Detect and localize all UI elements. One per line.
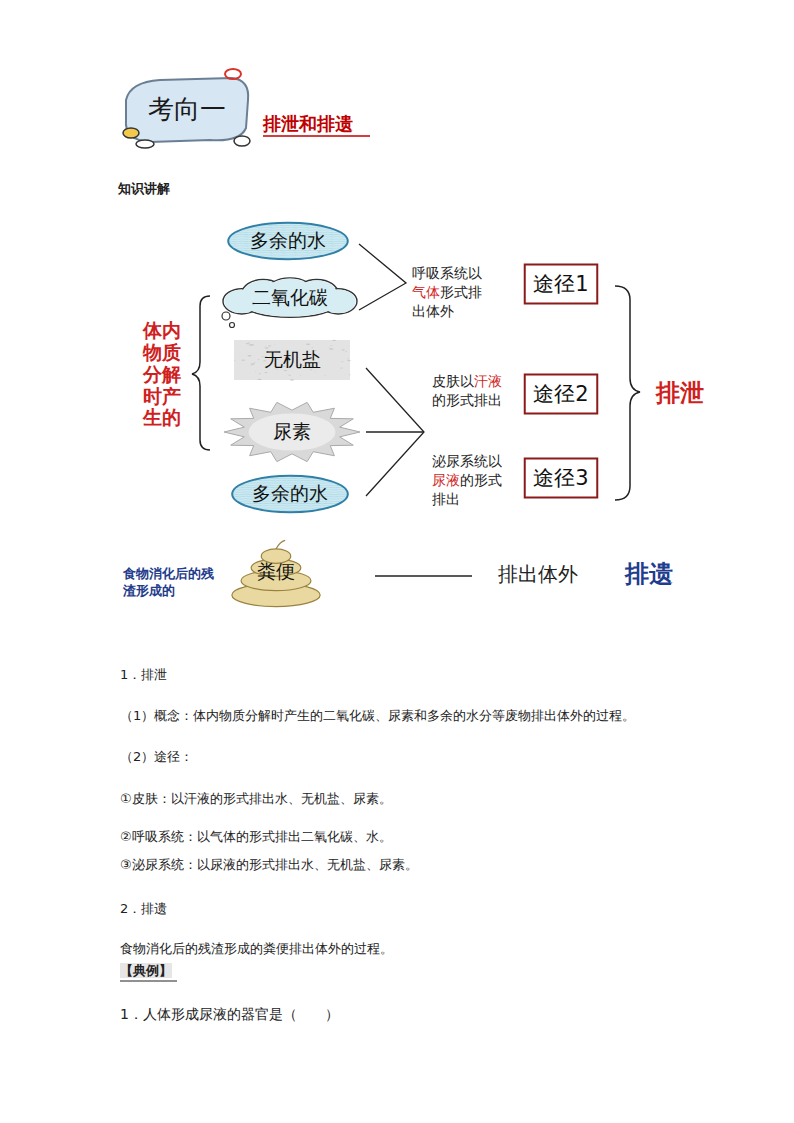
side-caption: 体内物质分解时产生的	[143, 319, 181, 428]
route-box: 途径3	[524, 458, 598, 498]
route-note: 气体	[412, 284, 440, 300]
node-label: 多余的水	[252, 481, 328, 507]
section-note: 知识讲解	[118, 181, 170, 196]
salt-block: 无机盐	[234, 340, 350, 380]
group-title: 排泄	[656, 379, 704, 407]
arrow-note: 排出体外	[498, 562, 578, 586]
body-heading-block: 2．排遗	[120, 900, 167, 918]
node-label: 尿素	[273, 419, 311, 445]
body-heading: 2．排遗	[120, 901, 167, 916]
section-note-block: 知识讲解	[118, 180, 170, 198]
water-ellipse: 多余的水	[231, 475, 349, 513]
body-text: （2）途径：	[120, 749, 193, 764]
co2-cloud: 二氧化碳	[223, 277, 357, 319]
route-note: 汗液	[474, 373, 502, 389]
node-label: 无机盐	[264, 347, 321, 373]
side-caption-block: 体内物质分解时产生的	[143, 320, 183, 429]
body-text: ③泌尿系统：以尿液的形式排出水、无机盐、尿素。	[120, 857, 418, 872]
water-ellipse: 多余的水	[227, 222, 349, 260]
route-box: 途径1	[524, 264, 598, 304]
route-note: 泌尿系统以	[432, 453, 502, 469]
body-text: ①皮肤：以汗液的形式排出水、无机盐、尿素。	[120, 791, 392, 806]
body-heading: 1．排泄	[120, 667, 167, 682]
question-text-block: 1．人体形成尿液的器官是（ ）	[120, 1005, 339, 1024]
section-badge-block: 考向一	[128, 92, 246, 127]
body-text: 食物消化后的残渣形成的粪便排出体外的过程。	[120, 941, 393, 956]
group-title-block: 排泄	[656, 377, 704, 409]
node-label: 粪便	[257, 559, 295, 585]
question-text: 1．人体形成尿液的器官是（ ）	[120, 1006, 339, 1022]
group-title: 排遗	[625, 560, 673, 588]
right-brace	[615, 286, 640, 500]
section-badge: 考向一	[148, 94, 226, 124]
route-note: 尿液	[432, 472, 460, 488]
body-text-block: ③泌尿系统：以尿液的形式排出水、无机盐、尿素。	[120, 856, 760, 874]
example-heading: 【典例】	[120, 963, 172, 978]
body-text: ②呼吸系统：以气体的形式排出二氧化碳、水。	[120, 829, 392, 844]
route-note: 皮肤以	[432, 373, 474, 389]
feces-mound: 粪便	[230, 536, 322, 608]
title-underline	[263, 135, 370, 137]
cloud-bubbles	[222, 312, 235, 328]
body-text-block: （2）途径：	[120, 748, 193, 766]
example-underline	[120, 981, 177, 982]
body-heading-block: 1．排泄	[120, 666, 167, 684]
body-text: （1）概念：体内物质分解时产生的二氧化碳、尿素和多余的水分等废物排出体外的过程。	[120, 708, 635, 723]
page-title: 排泄和排遗	[263, 112, 353, 136]
example-heading-block: 【典例】	[120, 962, 172, 980]
side-caption-block: 食物消化后的残渣形成的	[123, 566, 219, 600]
node-label: 二氧化碳	[252, 285, 328, 311]
route-box: 途径2	[524, 374, 598, 414]
urea-burst: 尿素	[224, 401, 360, 463]
route-note-block: 泌尿系统以尿液的形式排出	[432, 452, 510, 509]
group-title-block: 排遗	[625, 558, 673, 590]
left-brace	[192, 296, 210, 450]
body-text-block: 食物消化后的残渣形成的粪便排出体外的过程。	[120, 940, 760, 958]
body-text-block: ①皮肤：以汗液的形式排出水、无机盐、尿素。	[120, 790, 760, 808]
route-note: 呼吸系统以	[412, 265, 482, 281]
side-caption: 食物消化后的残渣形成的	[123, 566, 214, 598]
node-label: 多余的水	[250, 228, 326, 254]
body-text-block: （1）概念：体内物质分解时产生的二氧化碳、尿素和多余的水分等废物排出体外的过程。	[120, 707, 760, 725]
node-label: 途径1	[533, 270, 588, 298]
badge	[123, 69, 250, 148]
body-text-block: ②呼吸系统：以气体的形式排出二氧化碳、水。	[120, 828, 760, 846]
node-label: 途径2	[533, 380, 588, 408]
route-note-block: 皮肤以汗液 的形式排出	[432, 372, 510, 410]
route-note-block: 呼吸系统以气体形式排出体外	[412, 264, 488, 321]
node-label: 途径3	[533, 464, 588, 492]
arrow-note-block: 排出体外	[498, 561, 578, 588]
